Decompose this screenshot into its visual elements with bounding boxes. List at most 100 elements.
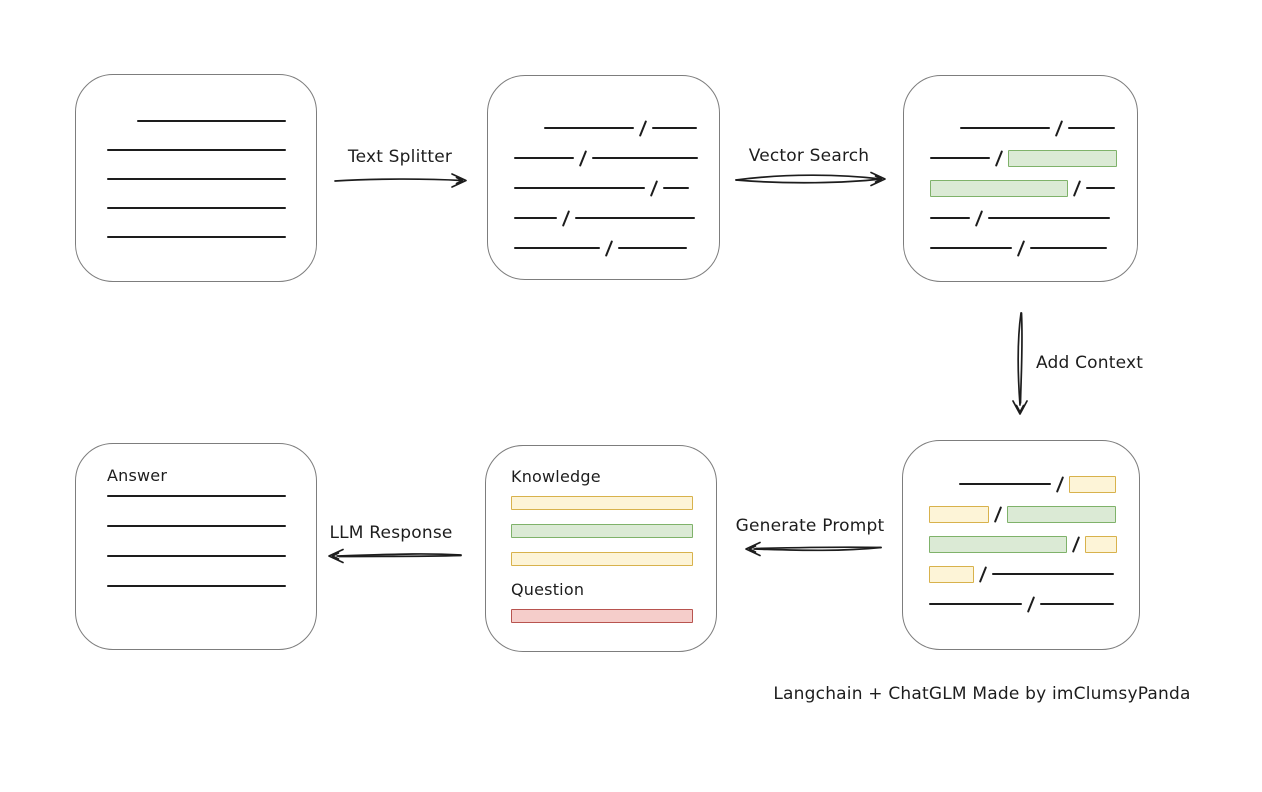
chunk-rows — [488, 76, 719, 263]
text-line-segment — [618, 247, 687, 249]
slash-separator — [1072, 179, 1082, 197]
text-line-segment — [592, 157, 698, 159]
text-line-segment — [663, 187, 689, 189]
slash-separator — [993, 505, 1003, 523]
question-label: Question — [511, 580, 585, 599]
text-splitter-label: Text Splitter — [347, 147, 453, 167]
slash-separator — [1026, 595, 1036, 613]
text-line-segment — [1040, 603, 1114, 605]
green-bar — [511, 524, 693, 538]
slash-separator — [1054, 119, 1064, 137]
yellow-bar — [511, 496, 693, 510]
text-row — [960, 113, 1137, 143]
vector-search-label: Vector Search — [748, 146, 870, 166]
text-line-segment — [652, 127, 697, 129]
highlight-yellow — [929, 565, 974, 583]
text-row — [929, 529, 1139, 559]
text-line — [107, 149, 286, 151]
answer-label: Answer — [107, 466, 168, 485]
text-line-segment — [514, 247, 600, 249]
answer-box: Answer — [75, 443, 317, 650]
text-row — [514, 143, 719, 173]
text-chunks-box — [487, 75, 720, 280]
red-bar — [511, 609, 693, 623]
text-line — [107, 525, 286, 527]
highlight-yellow — [1069, 475, 1116, 493]
add-context-arrow — [1012, 312, 1028, 415]
text-line-segment — [988, 217, 1110, 219]
credit-caption: Langchain + ChatGLM Made by imClumsyPand… — [773, 684, 1191, 704]
text-line — [107, 495, 286, 497]
text-row — [514, 233, 719, 263]
text-row — [929, 559, 1139, 589]
slash-separator — [578, 149, 588, 167]
highlight-green — [930, 179, 1068, 197]
text-row — [514, 173, 719, 203]
text-line — [137, 120, 286, 122]
text-line-segment — [1030, 247, 1107, 249]
text-row — [514, 203, 719, 233]
highlight-green — [1007, 505, 1116, 523]
search-rows — [904, 76, 1137, 263]
vector-search-result-box — [903, 75, 1138, 282]
text-row — [929, 499, 1139, 529]
text-line-segment — [960, 127, 1050, 129]
text-line-segment — [930, 247, 1012, 249]
text-row — [930, 203, 1137, 233]
knowledge-label: Knowledge — [511, 467, 601, 486]
text-row — [930, 173, 1137, 203]
document-box — [75, 74, 317, 282]
text-line-segment — [514, 217, 557, 219]
text-row — [959, 469, 1139, 499]
yellow-bar — [511, 552, 693, 566]
slash-separator — [1055, 475, 1065, 493]
slash-separator — [1071, 535, 1081, 553]
text-line — [107, 207, 286, 209]
generate-prompt-arrow — [745, 541, 882, 557]
slash-separator — [978, 565, 988, 583]
knowledge-bars — [511, 496, 716, 566]
text-line-segment — [992, 573, 1114, 575]
text-line-segment — [544, 127, 634, 129]
text-line — [107, 178, 286, 180]
text-line-segment — [930, 217, 970, 219]
llm-response-label: LLM Response — [329, 523, 453, 543]
slash-separator — [1016, 239, 1026, 257]
highlight-yellow — [1085, 535, 1117, 553]
add-context-label: Add Context — [1036, 353, 1144, 373]
vector-search-arrow — [735, 171, 886, 187]
text-line-segment — [514, 187, 645, 189]
llm-response-arrow — [328, 548, 462, 564]
slash-separator — [604, 239, 614, 257]
text-line — [107, 585, 286, 587]
text-row — [930, 143, 1137, 173]
text-row — [929, 589, 1139, 619]
text-line — [107, 555, 286, 557]
text-line-segment — [929, 603, 1022, 605]
highlight-green — [929, 535, 1067, 553]
text-line-segment — [514, 157, 574, 159]
prompt-box: Knowledge Question — [485, 445, 717, 652]
slash-separator — [994, 149, 1004, 167]
answer-lines — [76, 485, 316, 587]
document-lines — [76, 75, 316, 238]
slash-separator — [561, 209, 571, 227]
question-bars — [511, 609, 716, 623]
text-line — [107, 236, 286, 238]
slash-separator — [649, 179, 659, 197]
slash-separator — [974, 209, 984, 227]
generate-prompt-label: Generate Prompt — [735, 516, 885, 536]
text-line-segment — [575, 217, 695, 219]
text-line-segment — [930, 157, 990, 159]
text-splitter-arrow — [334, 173, 467, 188]
highlight-green — [1008, 149, 1117, 167]
text-line-segment — [1068, 127, 1115, 129]
slash-separator — [638, 119, 648, 137]
context-box — [902, 440, 1140, 650]
text-line-segment — [1086, 187, 1115, 189]
highlight-yellow — [929, 505, 989, 523]
text-row — [930, 233, 1137, 263]
text-row — [544, 113, 719, 143]
text-line-segment — [959, 483, 1051, 485]
